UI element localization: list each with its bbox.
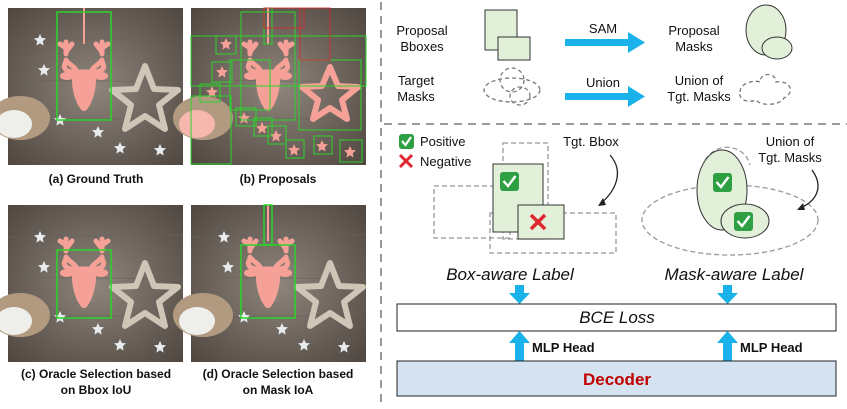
right-mlp-arrow [717,331,738,361]
tgt-bbox-pointer [599,154,619,205]
union-of-label-2: Tgt. Masks [758,150,822,165]
proposal-masks-icon [745,4,793,60]
bce-loss-box [396,303,837,332]
union-tgt-label-2: Tgt. Masks [667,89,731,104]
target-masks-icon [483,67,541,106]
panel-d-image [173,204,367,362]
panel-b-image [173,7,367,165]
sam-label: SAM [589,21,617,36]
proposal-masks-label-1: Proposal [668,23,719,38]
caption-a: (a) Ground Truth [49,172,144,186]
mask-aware-label: Mask-aware Label [665,265,805,284]
box-aware-diagram [433,142,617,254]
target-masks-label-2: Masks [397,89,435,104]
union-pointer [799,169,819,209]
mask-aware-diagram [641,146,819,256]
union-of-label-1: Union of [766,134,815,149]
decoder-label: Decoder [583,370,651,389]
box-aware-label: Box-aware Label [446,265,575,284]
target-masks-label-1: Target [398,73,435,88]
panel-a-image [0,8,184,165]
tgt-bbox-label: Tgt. Bbox [563,134,619,149]
caption-d-line2: on Mask IoA [243,383,314,397]
panel-c-image [0,205,184,362]
proposal-bboxes-label-1: Proposal [396,23,447,38]
caption-b: (b) Proposals [240,172,317,186]
mlp-head-label-right: MLP Head [740,340,803,355]
left-mlp-arrow [509,331,530,361]
check-icon [399,134,414,149]
positive-legend: Positive [399,134,466,149]
negative-legend: Negative [398,153,471,169]
mlp-head-label-left: MLP Head [532,340,595,355]
sam-arrow [565,32,645,53]
box-label-to-loss-arrow [509,285,530,304]
bce-loss-label: BCE Loss [579,308,655,327]
union-tgt-label-1: Union of [675,73,724,88]
svg-text:Positive: Positive [420,134,466,149]
caption-c-line2: on Bbox IoU [61,383,132,397]
cross-icon [398,153,414,169]
caption-d-line1: (d) Oracle Selection based [203,367,354,381]
proposal-bboxes-icon [484,9,531,61]
union-arrow [565,86,645,107]
proposal-masks-label-2: Masks [675,39,713,54]
union-label: Union [586,75,620,90]
union-tgt-icon [739,73,792,105]
mask-label-to-loss-arrow [717,285,738,304]
decoder-box [396,360,837,397]
caption-c-line1: (c) Oracle Selection based [21,367,171,381]
proposal-bboxes-label-2: Bboxes [400,39,444,54]
svg-text:Negative: Negative [420,154,471,169]
